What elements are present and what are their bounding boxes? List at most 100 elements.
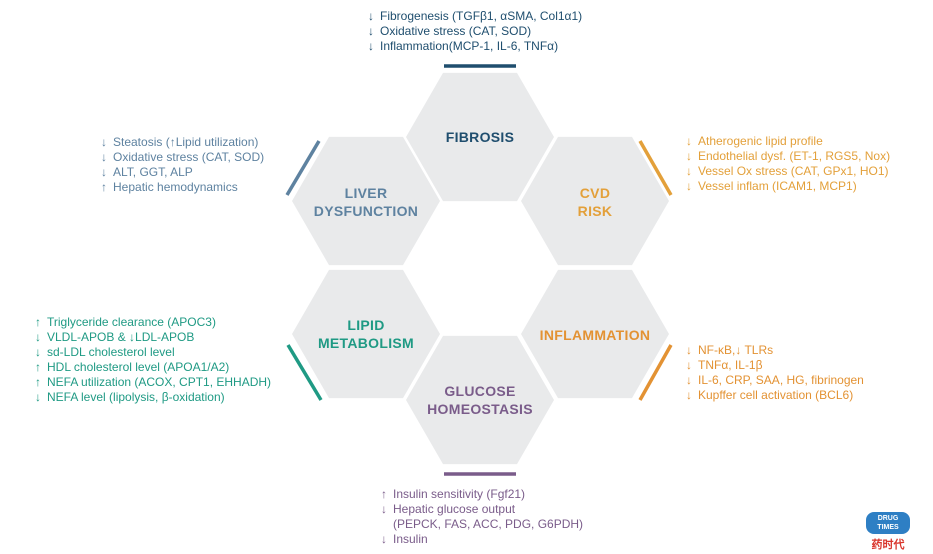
notes-glucose-homeostasis: ↑ Insulin sensitivity (Fgf21) ↓ Hepatic glu…	[381, 487, 583, 547]
notes-cvd-risk: ↓ Atherogenic lipid profile ↓ Endothelial d…	[686, 134, 890, 194]
hex-label-line: FIBROSIS	[445, 129, 515, 145]
arrow-down-icon: ↓	[381, 502, 387, 516]
arrow-down-icon: ↓	[381, 532, 387, 546]
arrow-down-icon: ↓	[368, 24, 374, 38]
arrow-up-icon: ↑	[381, 487, 387, 501]
drugtimes-logo: DRUG TIMES 药时代	[866, 512, 910, 551]
note-text: TNFα, IL-1β	[698, 358, 763, 372]
note-text: NEFA level (lipolysis, β-oxidation)	[47, 390, 225, 404]
hex-label-lipid-metabolism: LIPID METABOLISM	[291, 316, 441, 352]
hex-label-line: CVD	[579, 185, 611, 201]
note-text: Insulin	[393, 532, 428, 546]
note-line: ↓ sd-LDL cholesterol level	[35, 345, 271, 360]
note-text: Hepatic glucose output	[393, 502, 516, 516]
connector-line-liver	[285, 140, 321, 196]
note-text: IL-6, CRP, SAA, HG, fibrinogen	[698, 373, 864, 387]
arrow-up-icon: ↑	[35, 315, 41, 329]
arrow-down-icon: ↓	[35, 330, 41, 344]
hex-label-line: LIPID	[347, 317, 385, 333]
note-line: ↑ Hepatic hemodynamics	[101, 180, 264, 195]
arrow-up-icon: ↑	[101, 180, 107, 194]
note-line: ↓ Insulin	[381, 532, 583, 547]
arrow-down-icon: ↓	[686, 343, 692, 357]
note-text: Vessel inflam (ICAM1, MCP1)	[698, 179, 857, 193]
note-text: Kupffer cell activation (BCL6)	[698, 388, 854, 402]
arrow-down-icon: ↓	[101, 150, 107, 164]
note-line: ↓ NEFA level (lipolysis, β-oxidation)	[35, 390, 271, 405]
arrow-down-icon: ↓	[686, 149, 692, 163]
note-text: Fibrogenesis (TGFβ1, αSMA, Col1α1)	[380, 9, 583, 23]
note-text: Endothelial dysf. (ET-1, RGS5, Nox)	[698, 149, 891, 163]
note-line: ↑ NEFA utilization (ACOX, CPT1, EHHADH)	[35, 375, 271, 390]
hex-label-inflammation: INFLAMMATION	[520, 326, 670, 344]
note-text: Steatosis (↑Lipid utilization)	[113, 135, 259, 149]
note-text: Atherogenic lipid profile	[698, 134, 823, 148]
note-line: ↓ Oxidative stress (CAT, SOD)	[101, 150, 264, 165]
hex-label-line: RISK	[577, 203, 613, 219]
note-text: ALT, GGT, ALP	[113, 165, 193, 179]
arrow-up-icon: ↑	[35, 360, 41, 374]
hex-label-glucose-homeostasis: GLUCOSE HOMEOSTASIS	[405, 382, 555, 418]
note-line: ↓ Inflammation(MCP-1, IL-6, TNFα)	[368, 39, 582, 54]
notes-inflammation: ↓NF-κB,↓ TLRs↓TNFα, IL-1β↓IL-6, CRP, SAA…	[686, 343, 864, 403]
arrow-down-icon: ↓	[368, 39, 374, 53]
arrow-down-icon: ↓	[35, 390, 41, 404]
arrow-down-icon: ↓	[686, 164, 692, 178]
hex-label-line: HOMEOSTASIS	[427, 401, 533, 417]
note-text: Hepatic hemodynamics	[113, 180, 238, 194]
hex-label-liver-dysfunction: LIVER DYSFUNCTION	[291, 184, 441, 220]
note-line: ↓IL-6, CRP, SAA, HG, fibrinogen	[686, 373, 864, 388]
arrow-down-icon: ↓	[686, 388, 692, 402]
note-text: Oxidative stress (CAT, SOD)	[380, 24, 532, 38]
note-text: Triglyceride clearance (APOC3)	[47, 315, 216, 329]
note-text: Vessel Ox stress (CAT, GPx1, HO1)	[698, 164, 889, 178]
hexagon-liver	[292, 136, 440, 266]
note-text: VLDL-APOB & ↓LDL-APOB	[47, 330, 195, 344]
note-line: ↓ Oxidative stress (CAT, SOD)	[368, 24, 582, 39]
note-text: NEFA utilization (ACOX, CPT1, EHHADH)	[47, 375, 272, 389]
hex-label-line: INFLAMMATION	[539, 327, 651, 343]
arrow-up-icon: ↑	[35, 375, 41, 389]
note-text: Oxidative stress (CAT, SOD)	[113, 150, 265, 164]
note-line: ↓ VLDL-APOB & ↓LDL-APOB	[35, 330, 271, 345]
logo-chinese-text: 药时代	[871, 538, 905, 551]
hex-label-line: LIVER	[344, 185, 388, 201]
hexagon-lipid	[292, 269, 440, 399]
note-line: ↓Steatosis (↑Lipid utilization)	[101, 135, 264, 150]
note-line: ↓Fibrogenesis (TGFβ1, αSMA, Col1α1)	[368, 9, 582, 24]
arrow-down-icon: ↓	[686, 134, 692, 148]
hex-label-line: GLUCOSE	[444, 383, 516, 399]
note-line: ↓ NF-κB,↓ TLRs	[686, 343, 864, 358]
note-line: ↑ Triglyceride clearance (APOC3)	[35, 315, 271, 330]
note-text: Insulin sensitivity (Fgf21)	[393, 487, 526, 501]
hex-label-cvd-risk: CVD RISK	[520, 184, 670, 220]
hexagon-fibrosis	[406, 72, 554, 202]
connector-line-lipid	[286, 344, 323, 401]
note-line: ↓ ALT, GGT, ALP	[101, 165, 264, 180]
hex-label-fibrosis: FIBROSIS	[405, 128, 555, 146]
logo-badge: DRUG TIMES	[866, 512, 910, 534]
hex-label-line: DYSFUNCTION	[313, 203, 419, 219]
notes-liver-dysfunction: ↓Steatosis (↑Lipid utilization)↓Oxidativ…	[101, 135, 264, 195]
connector-line-cvd	[638, 140, 673, 196]
note-text: sd-LDL cholesterol level	[47, 345, 175, 359]
hexagon-cvd	[521, 136, 669, 266]
note-line: ↓ TNFα, IL-1β	[686, 358, 864, 373]
note-text: (PEPCK, FAS, ACC, PDG, G6PDH)	[393, 517, 584, 531]
hex-label-line: METABOLISM	[317, 335, 415, 351]
note-line: ↑ HDL cholesterol level (APOA1/A2)	[35, 360, 271, 375]
note-text: NF-κB,↓ TLRs	[698, 343, 774, 357]
note-text: Inflammation(MCP-1, IL-6, TNFα)	[380, 39, 559, 53]
note-text: HDL cholesterol level (APOA1/A2)	[47, 360, 230, 374]
arrow-down-icon: ↓	[686, 358, 692, 372]
arrow-down-icon: ↓	[35, 345, 41, 359]
note-line: ↓ Vessel Ox stress (CAT, GPx1, HO1)	[686, 164, 890, 179]
connector-line-inflammation	[638, 344, 673, 401]
note-line: ↓ Endothelial dysf. (ET-1, RGS5, Nox)	[686, 149, 890, 164]
hexagon-inflammation	[521, 269, 669, 399]
note-line: (PEPCK, FAS, ACC, PDG, G6PDH)	[381, 517, 583, 532]
hexagon-glucose	[406, 335, 554, 465]
arrow-down-icon: ↓	[101, 165, 107, 179]
arrow-down-icon: ↓	[686, 179, 692, 193]
